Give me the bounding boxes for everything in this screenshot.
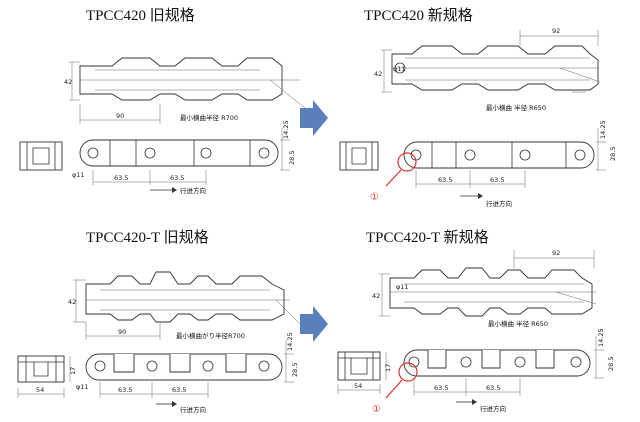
dim-42-new-top: 42 xyxy=(374,70,382,78)
old-chain-top-view: 42 90 最小横曲半径 R700 xyxy=(64,57,306,124)
new-t-chain-side-view: 54 17 ① 14.25 28.5 63.5 63.5 行进方向 xyxy=(337,328,615,415)
dim-28-5-old-top: 28.5 xyxy=(288,151,296,165)
dim-92-new-bottom: 92 xyxy=(552,249,560,257)
end-view-old-top xyxy=(19,141,63,171)
dim-14-25-old-bottom: 14.25 xyxy=(286,332,294,351)
dim-phi11-old-bottom: φ11 xyxy=(76,383,89,391)
marker-one-bottom: ① xyxy=(372,404,381,415)
dim-54-old-bottom: 54 xyxy=(36,386,44,394)
dim-17-old-bottom: 17 xyxy=(69,367,77,375)
new-chain-side-view: ① 14.25 28.5 63.5 63.5 行进方向 xyxy=(339,120,617,208)
dim-42-new-bottom: 42 xyxy=(372,292,380,300)
old-t-chain-top-view: 42 90 最小横曲がり半径R700 xyxy=(68,271,303,340)
new-t-chain-top-view: 92 φ11 42 最小横曲 半径 R650 xyxy=(372,249,597,328)
old-chain-side-view: 14.25 28.5 φ11 63.5 63.5 行进方向 xyxy=(19,120,296,195)
direction-old-bottom: 行进方向 xyxy=(180,405,206,414)
dim-63-5a-new-top: 63.5 xyxy=(438,176,452,184)
end-view-old-bottom xyxy=(17,355,65,383)
marker-one-top: ① xyxy=(370,192,379,203)
dim-14-25-new-bottom: 14.25 xyxy=(597,328,605,347)
side-plate-new-top xyxy=(403,141,595,169)
new-chain-top-view: 92 φ11 42 最小横曲 半径 R650 xyxy=(374,27,601,112)
title-top-right: TPCC420 新规格 xyxy=(364,7,473,24)
dim-63-5b-old-bottom: 63.5 xyxy=(172,386,186,394)
dim-63-5b-new-top: 63.5 xyxy=(490,176,504,184)
bend-radius-old-bottom: 最小横曲がり半径R700 xyxy=(176,331,245,340)
bend-radius-old-top: 最小横曲半径 R700 xyxy=(180,113,238,122)
side-plate-old-top xyxy=(79,139,279,167)
dim-phi11-new-top: φ11 xyxy=(393,65,406,73)
title-bottom-right: TPCC420-T 新规格 xyxy=(366,229,489,246)
arrow-right-icon-top xyxy=(300,100,328,136)
dim-17-new-bottom: 17 xyxy=(384,364,392,372)
dim-phi11-new-bottom: φ11 xyxy=(396,283,409,291)
bend-radius-new-top: 最小横曲 半径 R650 xyxy=(486,103,546,112)
dim-63-5a-old-top: 63.5 xyxy=(114,174,128,182)
arrow-right-icon-bottom xyxy=(300,306,328,342)
dim-14-25-new-top: 14.25 xyxy=(599,120,607,139)
dim-63-5a-new-bottom: 63.5 xyxy=(434,384,448,392)
direction-new-bottom: 行进方向 xyxy=(480,404,506,413)
dim-54-new-bottom: 54 xyxy=(354,382,362,390)
dim-phi11-old-top: φ11 xyxy=(72,171,85,179)
title-bottom-left: TPCC420-T 旧规格 xyxy=(86,229,209,246)
highlight-circle-top xyxy=(397,152,417,172)
dim-90-old-top: 90 xyxy=(116,112,124,120)
old-t-chain-side-view: 54 17 14.25 28.5 φ11 63.5 63.5 行进方向 xyxy=(17,332,299,414)
dim-14-25-old-top: 14.25 xyxy=(282,120,290,139)
dim-90-old-bottom: 90 xyxy=(118,328,126,336)
dim-28-5-new-top: 28.5 xyxy=(609,147,617,161)
dim-63-5b-old-top: 63.5 xyxy=(170,174,184,182)
dim-42-old-top: 42 xyxy=(64,78,72,86)
bend-radius-new-bottom: 最小横曲 半径 R650 xyxy=(488,319,548,328)
dim-28-5-new-bottom: 28.5 xyxy=(607,357,615,371)
direction-old-top: 行进方向 xyxy=(180,186,206,195)
end-view-new-bottom xyxy=(337,351,381,381)
title-top-left: TPCC420 旧规格 xyxy=(86,7,195,24)
direction-new-top: 行进方向 xyxy=(486,199,512,208)
dim-28-5-old-bottom: 28.5 xyxy=(291,363,299,377)
dim-92-new-top: 92 xyxy=(552,27,560,35)
highlight-circle-bottom xyxy=(398,362,418,382)
dim-42-old-bottom: 42 xyxy=(68,298,76,306)
dim-63-5b-new-bottom: 63.5 xyxy=(486,384,500,392)
dim-63-5a-old-bottom: 63.5 xyxy=(118,386,132,394)
